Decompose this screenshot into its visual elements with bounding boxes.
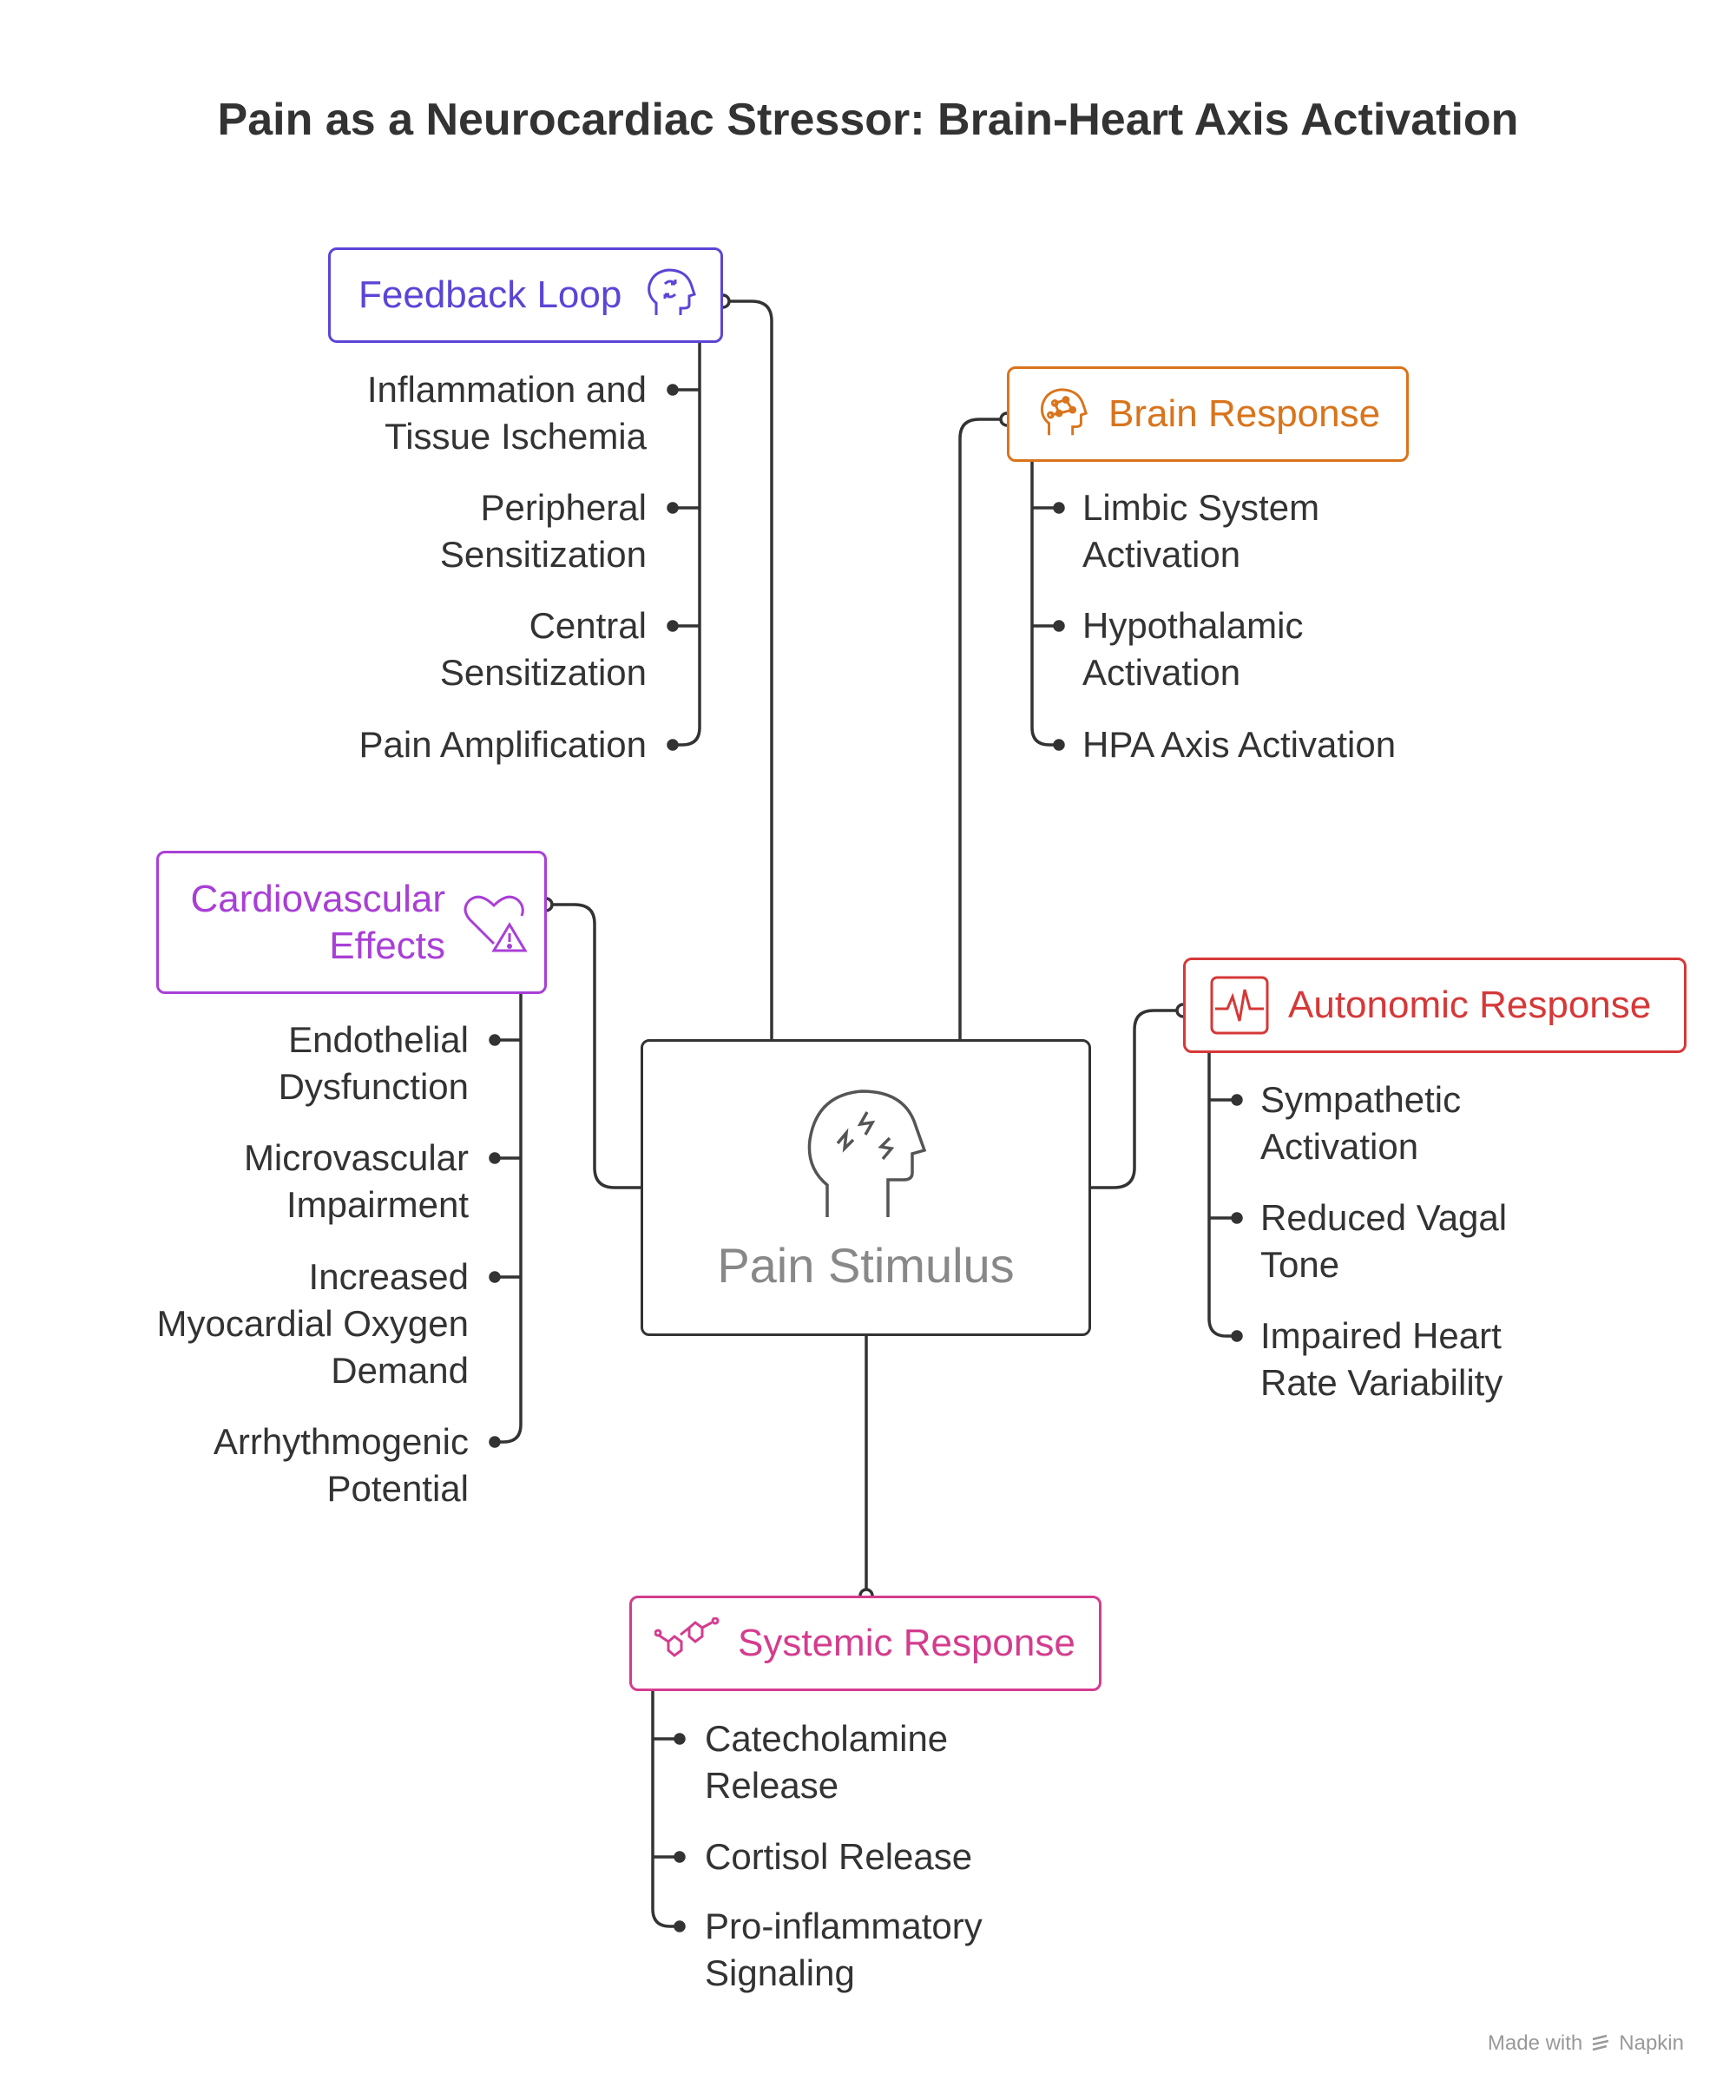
connector-autonomic xyxy=(1091,1009,1183,1189)
molecule-icon xyxy=(654,1617,720,1657)
systemic-response-label: Systemic Response xyxy=(738,1622,1075,1664)
head-cycle-icon xyxy=(648,268,697,315)
cardiovascular-label-line2: Effects xyxy=(329,924,445,967)
systemic-item-2: Cortisol Release xyxy=(705,1836,973,1877)
cardiovascular-effects-box: Cardiovascular Effects xyxy=(156,851,547,994)
diagram-title: Pain as a Neurocardiac Stressor: Brain-H… xyxy=(217,95,1519,145)
napkin-brand-text: Napkin xyxy=(1619,2031,1684,2055)
heart-rate-monitor-icon xyxy=(1210,976,1269,1035)
pain-stimulus-label: Pain Stimulus xyxy=(717,1237,1015,1293)
made-with-text: Made with xyxy=(1487,2031,1583,2055)
brain-response-label: Brain Response xyxy=(1108,392,1381,435)
autonomic-response-box: Autonomic Response xyxy=(1183,958,1687,1053)
napkin-logo-icon xyxy=(1592,2034,1609,2051)
heart-warning-icon xyxy=(464,895,528,951)
feedback-loop-label: Feedback Loop xyxy=(358,273,622,316)
autonomic-response-label: Autonomic Response xyxy=(1288,984,1652,1026)
brain-response-box: Brain Response xyxy=(1007,366,1409,462)
systemic-response-box: Systemic Response xyxy=(629,1596,1101,1691)
connector-brain xyxy=(958,418,1007,1039)
headache-head-icon xyxy=(807,1089,926,1217)
connector-cardio xyxy=(546,903,641,1189)
pain-stimulus-box: Pain Stimulus xyxy=(641,1039,1091,1336)
feedback-loop-box: Feedback Loop xyxy=(328,247,723,343)
connector-feedback xyxy=(723,300,773,1039)
feedback-item-4: Pain Amplification xyxy=(358,724,647,765)
cardiovascular-label-line1: Cardiovascular xyxy=(190,877,445,920)
made-with-napkin: Made with Napkin xyxy=(1488,2031,1684,2056)
brain-head-icon xyxy=(1040,388,1088,436)
brain-item-3: HPA Axis Activation xyxy=(1082,724,1397,765)
